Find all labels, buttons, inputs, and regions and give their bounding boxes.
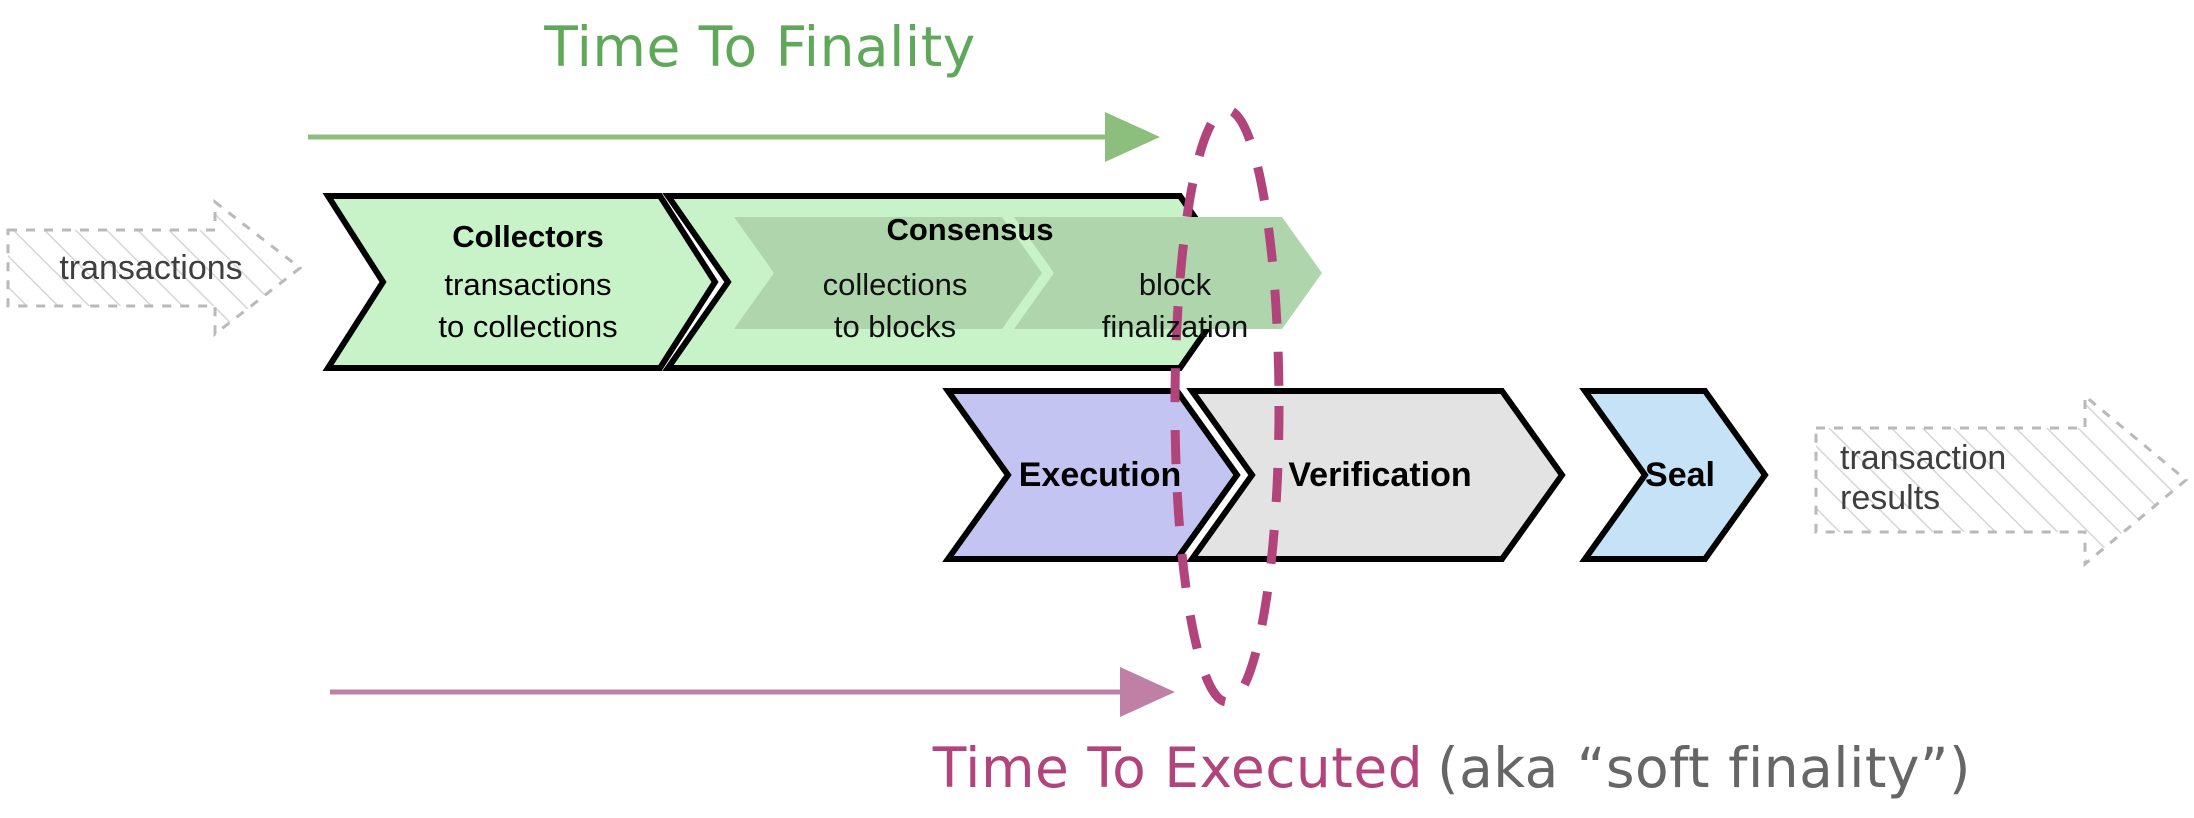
- transactions-ghost-label: transactions: [59, 249, 243, 287]
- transactions-ghost-arrow: [6, 198, 303, 338]
- time-to-executed-note: (aka “soft finality”): [1437, 736, 1971, 800]
- seal-label: Seal: [1645, 456, 1715, 494]
- collectors-chevron: [322, 193, 719, 371]
- collectors-sub-line-2: to collections: [438, 309, 618, 344]
- consensus-heading: Consensus: [886, 212, 1054, 247]
- collections-to-blocks-line-2: to blocks: [833, 309, 957, 344]
- block-finalization-line-2: finalization: [1101, 309, 1249, 344]
- time-to-executed-caption: Time To Executed (aka “soft finality”): [915, 718, 1971, 818]
- block-finalization-inner-chevron: [1014, 217, 1322, 329]
- time-to-executed-label: Time To Executed: [932, 736, 1424, 800]
- verification-label: Verification: [1288, 456, 1472, 494]
- finality-boundary-ellipse: [1170, 105, 1284, 707]
- collectors-sub-line-1: transactions: [444, 267, 612, 302]
- seal-chevron: [1579, 388, 1769, 562]
- transaction-results-ghost-arrow: [1814, 392, 2189, 568]
- block-finalization-line-1: block: [1138, 267, 1212, 302]
- collections-to-blocks-inner-chevron: [734, 217, 1042, 329]
- time-to-finality-label: Time To Finality: [544, 15, 976, 79]
- collectors-heading: Collectors: [452, 219, 604, 254]
- caption-spacer: [1423, 736, 1437, 800]
- collections-to-blocks-line-1: collections: [822, 267, 968, 302]
- verification-chevron: [1186, 388, 1566, 562]
- transaction-results-ghost-line-2: results: [1840, 479, 1941, 517]
- execution-label: Execution: [1018, 456, 1182, 494]
- transaction-results-ghost-line-1: transaction: [1840, 439, 2007, 477]
